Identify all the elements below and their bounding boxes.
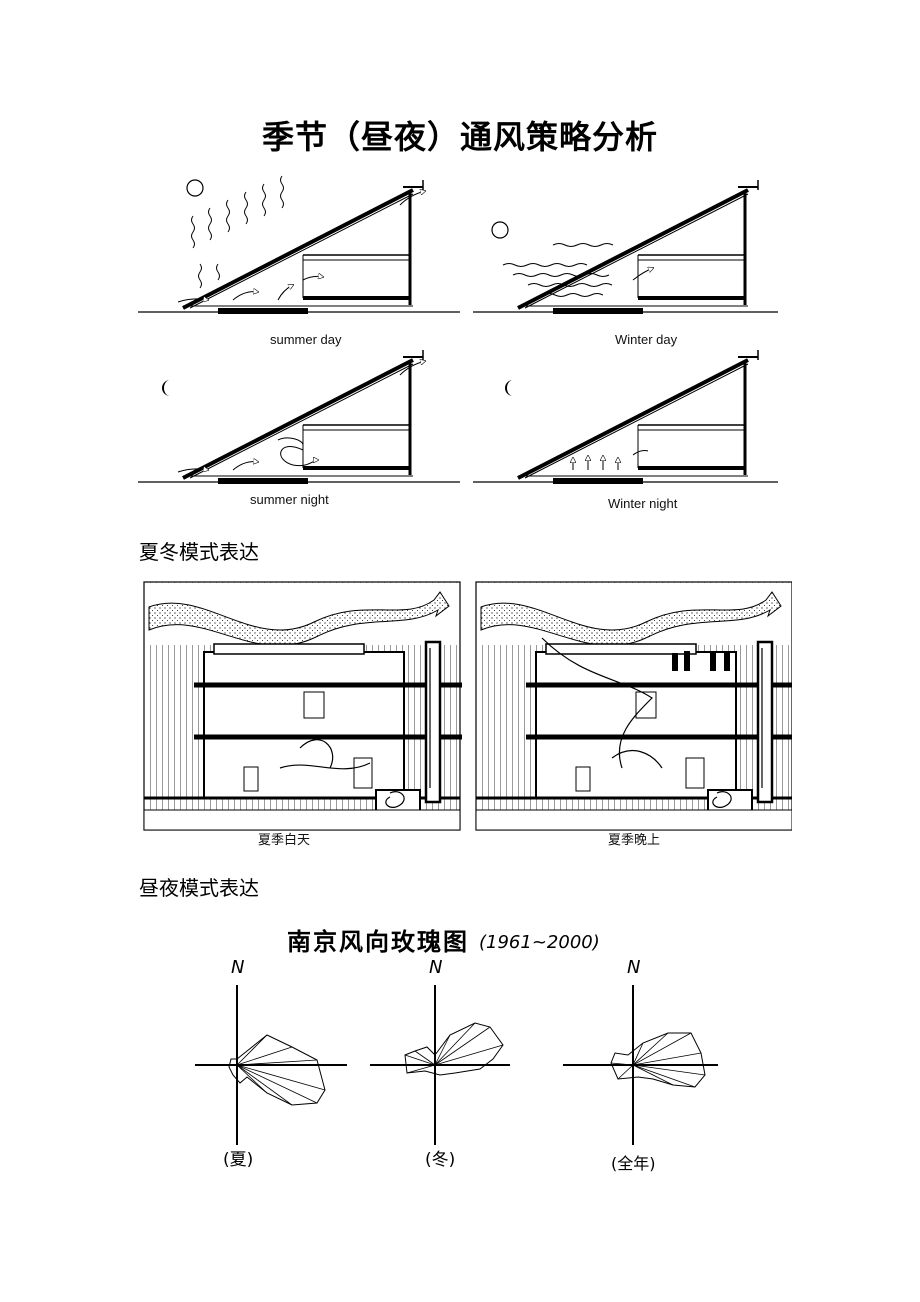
moon-icon	[505, 380, 513, 396]
section-caption-seasonal: 夏冬模式表达	[139, 540, 259, 564]
north-label: N	[627, 957, 640, 978]
summer-night-section: 夏季晚上	[476, 582, 792, 848]
diagram-label: summer night	[250, 492, 329, 507]
rose-label: (夏)	[223, 1150, 253, 1170]
wind-rose-period: (1961~2000)	[479, 932, 600, 953]
seasonal-ventilation-figure: summer day Winter day summer night	[138, 175, 778, 511]
wind-rose-figure: 南京风向玫瑰图 (1961~2000) N (夏) N (冬) N	[195, 928, 718, 1173]
north-label: N	[231, 957, 244, 978]
moon-icon	[162, 380, 170, 396]
summer-day-section: 夏季白天	[144, 582, 462, 848]
sun-icon	[186, 179, 204, 197]
wind-rose-winter: N (冬)	[370, 957, 510, 1170]
rose-label: (冬)	[425, 1150, 455, 1170]
summer-night-diagram: summer night	[138, 348, 462, 507]
winter-day-diagram: Winter day	[471, 178, 778, 347]
section-caption-daynight: 昼夜模式表达	[139, 876, 259, 900]
wind-rose-summer: N (夏)	[195, 957, 347, 1170]
wind-rose-annual: N (全年)	[563, 957, 718, 1173]
summer-day-diagram: summer day	[138, 175, 462, 347]
section-label: 夏季白天	[258, 832, 310, 848]
people-silhouettes	[672, 651, 730, 671]
winter-night-diagram: Winter night	[471, 348, 778, 511]
diagram-label: Winter night	[608, 496, 678, 511]
diagram-label: Winter day	[615, 332, 678, 347]
building-sections-figure: 夏季白天 夏季晚上	[140, 578, 792, 848]
section-label: 夏季晚上	[608, 833, 660, 848]
rose-label: (全年)	[611, 1154, 656, 1173]
north-label: N	[429, 957, 442, 978]
page-title: 季节（昼夜）通风策略分析	[261, 118, 658, 156]
diagram-label: summer day	[270, 332, 342, 347]
sun-icon	[491, 221, 509, 239]
wind-rose-title: 南京风向玫瑰图	[287, 928, 469, 956]
